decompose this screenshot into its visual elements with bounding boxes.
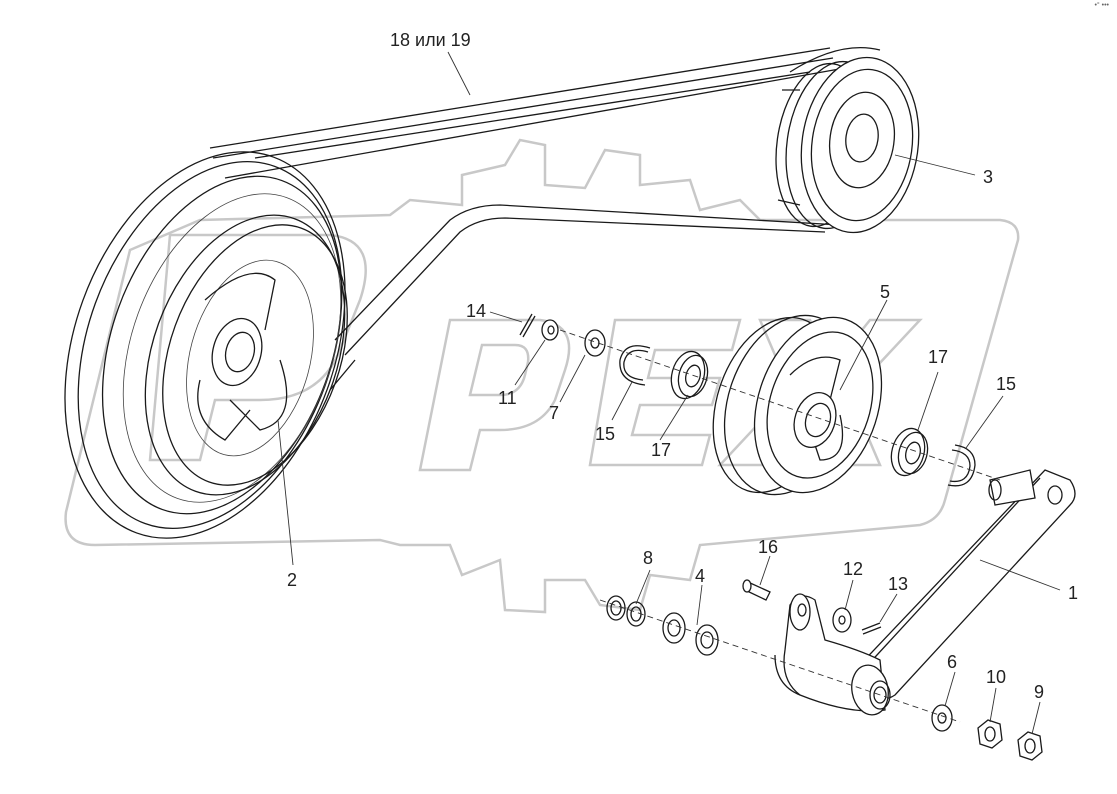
cotter-pin-14 (519, 313, 536, 338)
tensioner-arm (774, 469, 1076, 716)
large-pulley (64, 151, 348, 539)
washer-12 (832, 607, 852, 633)
nut-10 (977, 719, 1003, 749)
drive-belt (209, 47, 881, 391)
callout-5: 5 (880, 282, 891, 302)
callout-4: 4 (695, 566, 706, 586)
pin-13 (861, 622, 882, 635)
bearing-left (670, 350, 709, 400)
callout-10: 10 (986, 667, 1007, 687)
callout-belt: 18 или 19 (390, 30, 471, 50)
callout-6: 6 (947, 652, 958, 672)
castle-nut-11 (541, 319, 559, 341)
retaining-ring-left (619, 345, 651, 386)
callout-9: 9 (1034, 682, 1045, 702)
leader-lines (277, 51, 1061, 735)
bearing-right (890, 427, 929, 477)
callout-2: 2 (287, 570, 298, 590)
washer-6 (931, 704, 953, 732)
callout-17-left: 17 (651, 440, 672, 460)
nut-9 (1017, 731, 1043, 761)
callout-1: 1 (1068, 583, 1079, 603)
callout-11: 11 (498, 388, 517, 408)
assembly-axis-lower (599, 599, 961, 723)
callout-16: 16 (758, 537, 779, 557)
callout-13: 13 (888, 574, 909, 594)
washer-7 (584, 329, 606, 357)
callout-15-left: 15 (595, 424, 616, 444)
callout-3: 3 (983, 167, 994, 187)
idler-pulley (712, 314, 883, 496)
callout-8: 8 (643, 548, 654, 568)
small-pulley (775, 56, 920, 234)
callout-15-right: 15 (996, 374, 1017, 394)
assembly-axis (559, 329, 1001, 481)
callout-12: 12 (843, 559, 864, 579)
retaining-ring-right (947, 444, 976, 487)
corner-mark: •° ••• (1094, 2, 1109, 9)
callout-17-right: 17 (928, 347, 949, 367)
callout-7: 7 (549, 403, 560, 423)
callout-14: 14 (466, 301, 487, 321)
bolt-16 (742, 579, 771, 601)
washers-left (606, 595, 719, 656)
